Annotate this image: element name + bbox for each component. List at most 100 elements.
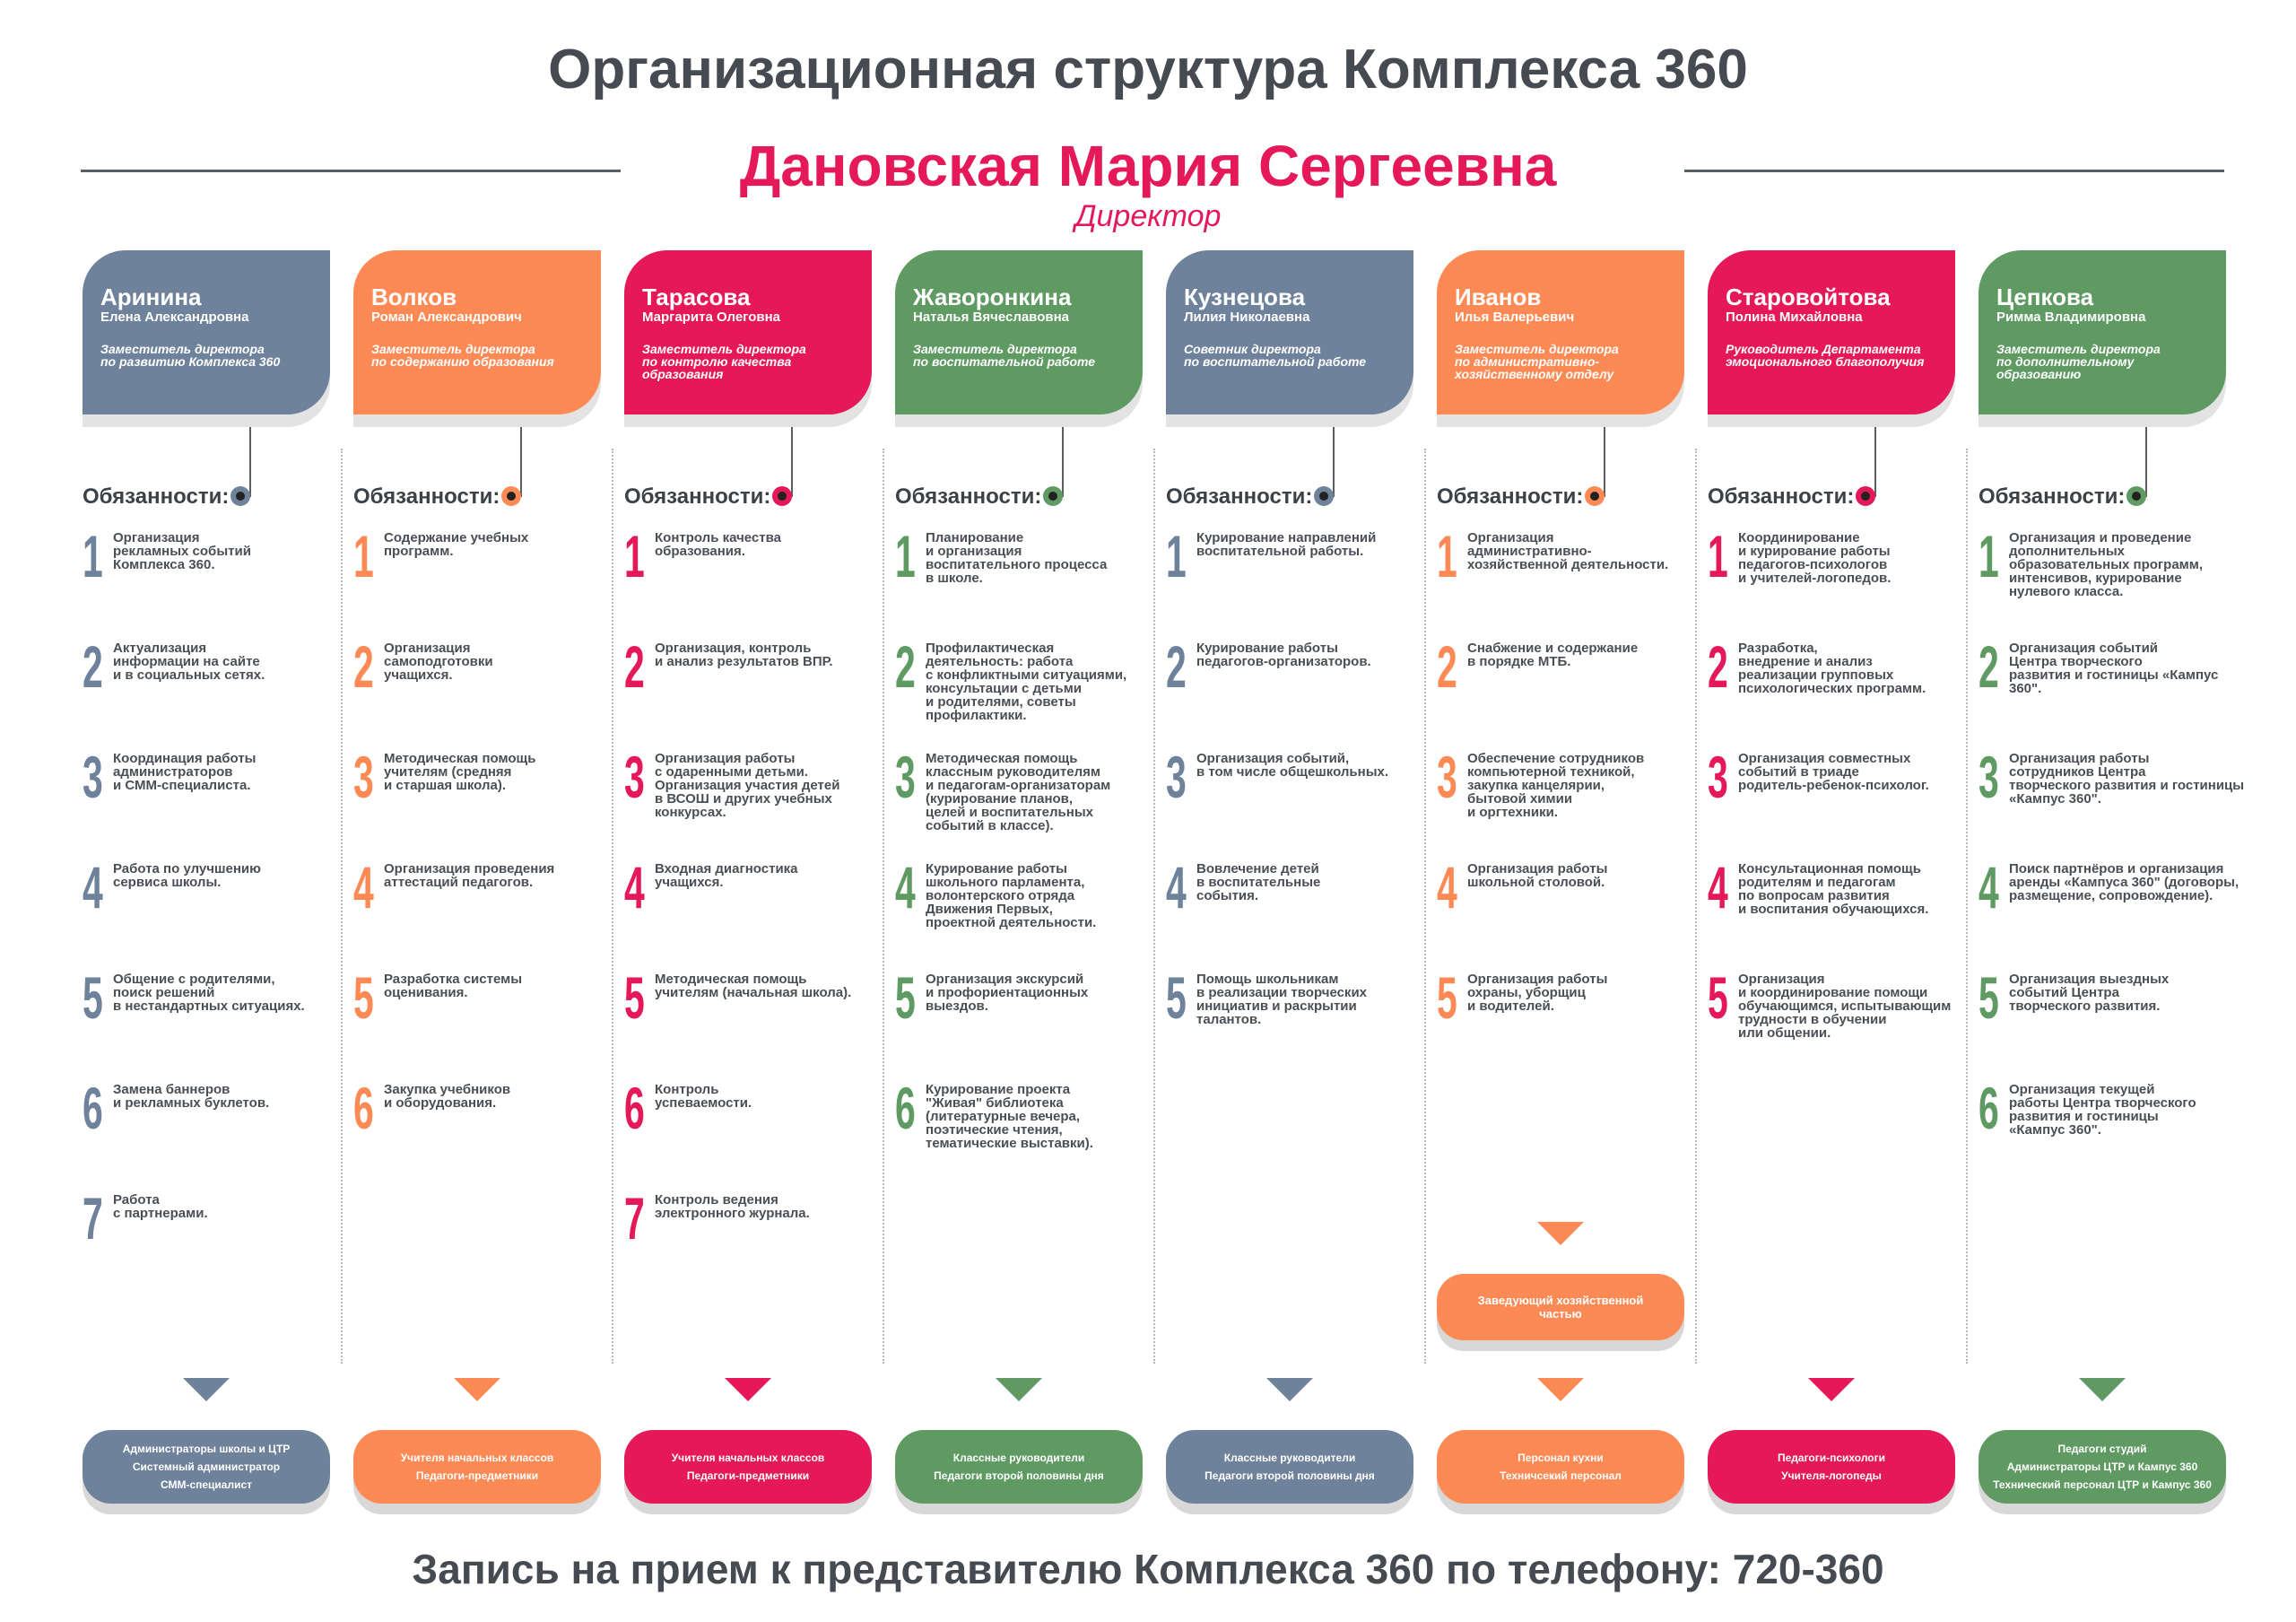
subordinates-box: Учителя начальных классов Педагоги-предм… bbox=[353, 1430, 601, 1504]
duty-item: 1 Содержание учебных программ. bbox=[353, 523, 622, 628]
duty-text: Организация выездных событий Центра твор… bbox=[2009, 972, 2170, 1014]
person-given-name: Роман Александрович bbox=[371, 310, 522, 325]
duty-number: 1 bbox=[1166, 523, 1187, 589]
duty-number: 1 bbox=[1708, 523, 1728, 589]
duty-number: 5 bbox=[624, 964, 645, 1031]
person-surname: Старовойтова bbox=[1726, 283, 1891, 310]
node-dot-icon bbox=[230, 486, 251, 506]
person-role: Заместитель директора по развитию Компле… bbox=[100, 342, 281, 369]
duty-number: 4 bbox=[83, 854, 103, 920]
duty-item: 5 Методическая помощь учителям (начальная… bbox=[624, 964, 893, 1069]
duty-text: Контроль успеваемости. bbox=[655, 1082, 752, 1111]
arrow-down-icon bbox=[183, 1378, 230, 1401]
duties-heading-label: Обязанности: bbox=[1708, 484, 1855, 509]
subordinates-box: Педагоги студий Администраторы ЦТР и Кам… bbox=[1979, 1430, 2226, 1504]
duty-number: 4 bbox=[1437, 854, 1457, 920]
subordinates-box: Классные руководители Педагоги второй по… bbox=[1166, 1430, 1413, 1504]
duty-number: 6 bbox=[1979, 1075, 1999, 1141]
arrow-down-icon bbox=[1266, 1378, 1313, 1401]
duty-text: Курирование направлений воспитательной р… bbox=[1196, 530, 1377, 559]
column-separator bbox=[1695, 449, 1697, 1364]
column-separator bbox=[341, 449, 343, 1364]
duty-number: 2 bbox=[83, 633, 103, 700]
duty-text: Снабжение и содержание в порядке МТБ. bbox=[1467, 641, 1639, 669]
connector-line bbox=[1062, 427, 1064, 497]
page-title: Организационная структура Комплекса 360 bbox=[548, 39, 1748, 100]
connector-line bbox=[249, 427, 251, 497]
duties-heading: Обязанности: bbox=[624, 484, 793, 510]
duty-number: 4 bbox=[1166, 854, 1187, 920]
duty-text: Методическая помощь классным руководител… bbox=[926, 751, 1111, 833]
duty-text: Замена баннеров и рекламных буклетов. bbox=[113, 1082, 270, 1111]
duties-heading-label: Обязанности: bbox=[1437, 484, 1584, 509]
subordinates-box: Классные руководители Педагоги второй по… bbox=[895, 1430, 1143, 1504]
duties-heading-label: Обязанности: bbox=[1979, 484, 2126, 509]
duty-number: 2 bbox=[1437, 633, 1457, 700]
node-dot-icon bbox=[1585, 486, 1605, 506]
duty-text: Организация самоподготовки учащихся. bbox=[384, 641, 493, 683]
duties-heading: Обязанности: bbox=[353, 484, 522, 510]
person-given-name: Полина Михайловна bbox=[1726, 310, 1863, 325]
arrow-down-icon bbox=[2079, 1378, 2126, 1401]
arrow-down-icon bbox=[1537, 1378, 1584, 1401]
duty-text: Вовлечение детей в воспитательные событи… bbox=[1196, 861, 1321, 903]
connector-line bbox=[520, 427, 522, 497]
person-surname: Цепкова bbox=[1996, 283, 2094, 310]
arrow-down-icon bbox=[725, 1378, 771, 1401]
duty-number: 7 bbox=[83, 1185, 103, 1251]
duty-text: Организация работы с одаренными детьми. … bbox=[655, 751, 840, 820]
duty-text: Организация и проведение дополнительных … bbox=[2009, 530, 2204, 599]
duty-number: 5 bbox=[1708, 964, 1728, 1031]
duty-text: Организация событий, в том числе общешко… bbox=[1196, 751, 1389, 780]
duty-number: 1 bbox=[353, 523, 374, 589]
duty-number: 1 bbox=[624, 523, 645, 589]
arrow-down-icon bbox=[1537, 1222, 1584, 1245]
duty-text: Организация совместных событий в триаде … bbox=[1738, 751, 1929, 793]
duty-number: 2 bbox=[1166, 633, 1187, 700]
person-given-name: Маргарита Олеговна bbox=[642, 310, 780, 325]
column-separator bbox=[1966, 449, 1968, 1364]
duty-number: 1 bbox=[1979, 523, 1999, 589]
duty-text: Обеспечение сотрудников компьютерной тех… bbox=[1467, 751, 1645, 820]
duty-text: Методическая помощь учителям (начальная … bbox=[655, 972, 852, 1000]
duty-text: Работа по улучшению сервиса школы. bbox=[113, 861, 261, 890]
duty-text: Содержание учебных программ. bbox=[384, 530, 529, 559]
duty-item: 1 Курирование направлений воспитательной … bbox=[1166, 523, 1435, 628]
person-given-name: Наталья Вячеславовна bbox=[913, 310, 1069, 325]
duty-text: Организация работы сотрудников Центра тв… bbox=[2009, 751, 2245, 807]
duty-item: 2 Снабжение и содержание в порядке МТБ. bbox=[1437, 633, 1706, 738]
node-dot-icon bbox=[772, 486, 793, 506]
duties-heading: Обязанности: bbox=[895, 484, 1064, 510]
duty-text: Разработка системы оценивания. bbox=[384, 972, 523, 1000]
column-separator bbox=[1153, 449, 1155, 1364]
